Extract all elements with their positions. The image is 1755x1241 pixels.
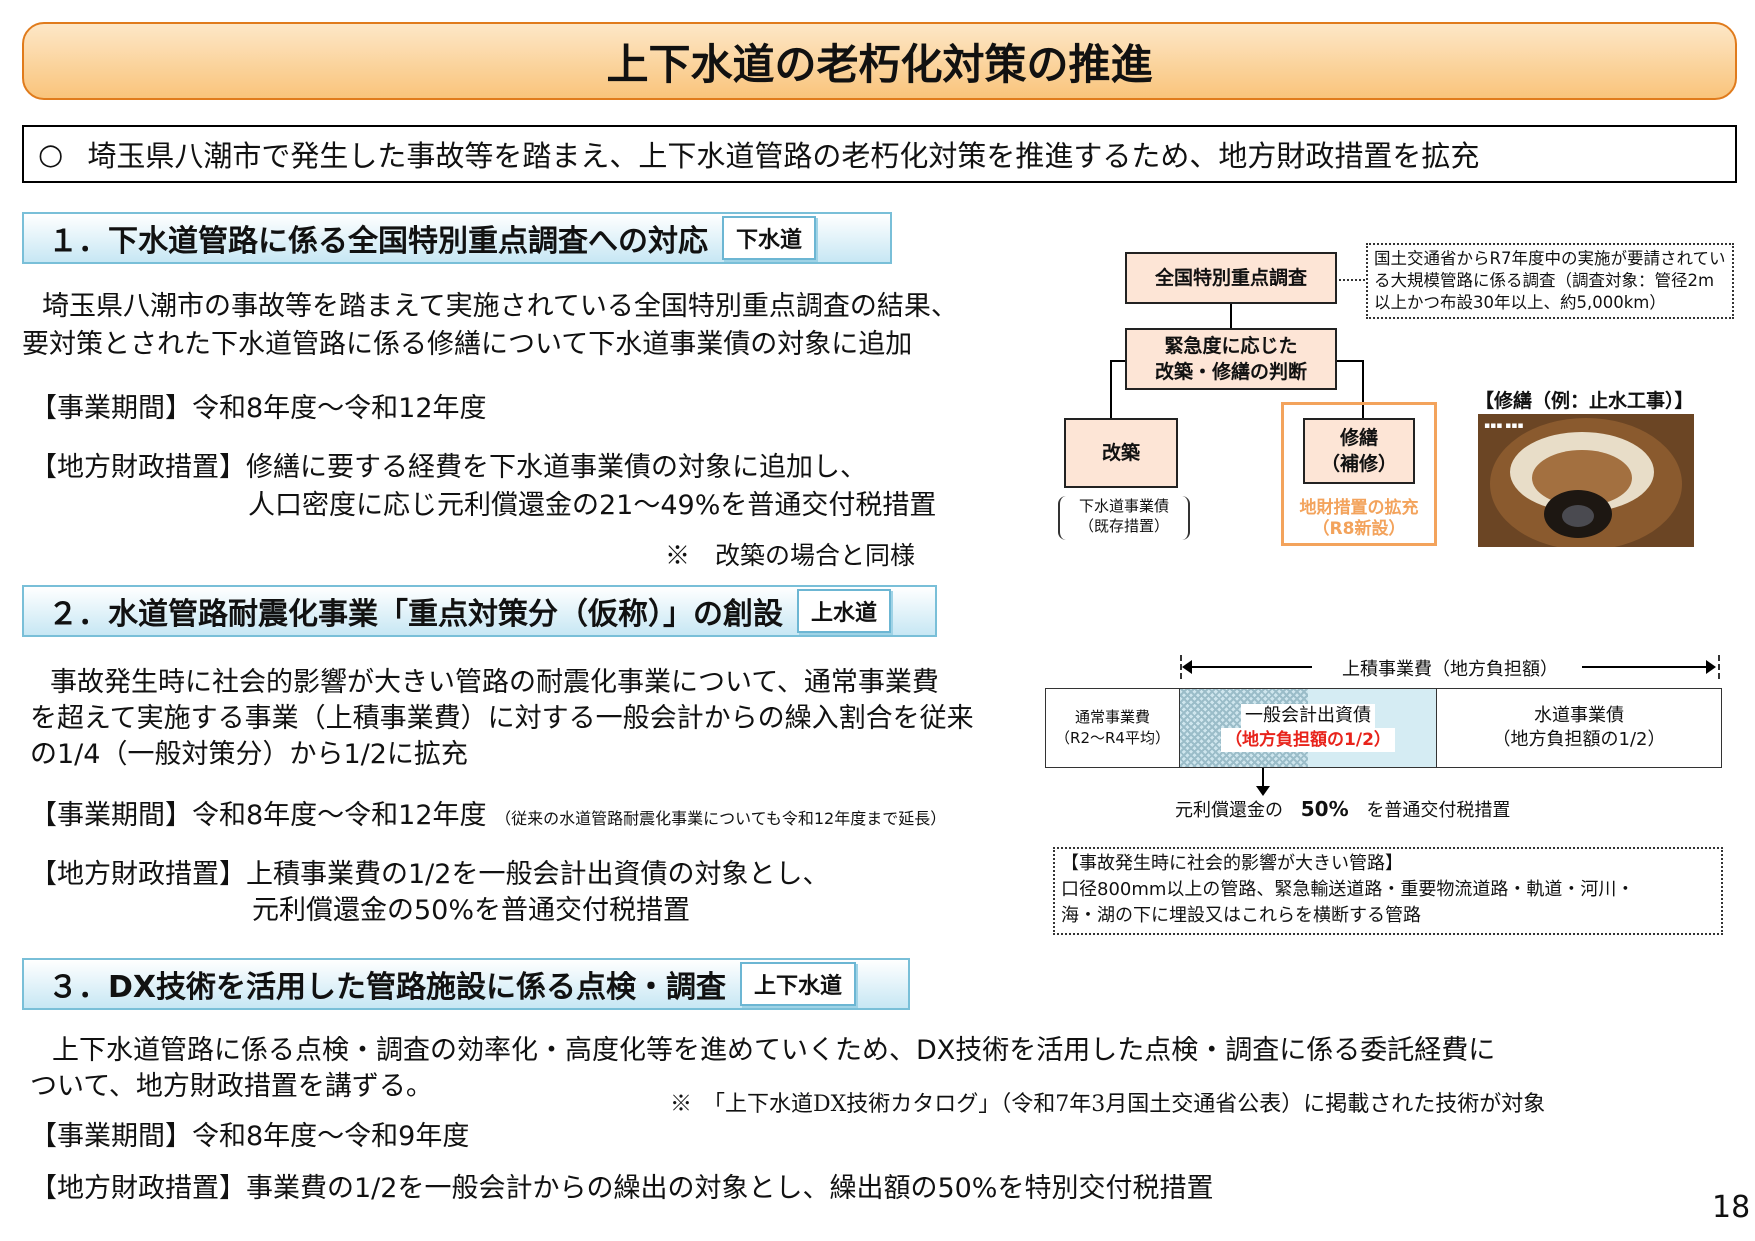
repair-note-line1: 地財措置の拡充 xyxy=(1299,498,1419,518)
survey-note-connector xyxy=(1339,279,1365,281)
section3-heading-text: ３．DX技術を活用した管路施設に係る点検・調査 xyxy=(48,970,727,1005)
section2-finance-line2: 元利償還金の50%を普通交付税措置 xyxy=(252,895,691,926)
rebuild-note-line2: （既存措置） xyxy=(1078,517,1169,535)
period-label: 【事業期間】 xyxy=(30,393,192,424)
pipe-repair-illustration: ▪▪▪ ▪▪▪ xyxy=(1478,414,1694,547)
impact-line1: 【事故発生時に社会的影響が大きい管路】 xyxy=(1061,853,1403,874)
section2-heading: ２．水道管路耐震化事業「重点対策分（仮称）」の創設 上水道 xyxy=(22,585,937,637)
section1-period: 【事業期間】令和8年度～令和12年度 xyxy=(30,390,487,428)
period-value: 令和8年度～令和9年度 xyxy=(192,1121,470,1152)
connector xyxy=(1230,304,1232,328)
repair-note: 地財措置の拡充 （R8新設） xyxy=(1281,498,1437,540)
section1-note: ※ 改築の場合と同様 xyxy=(665,541,916,570)
repay-prefix: 元利償還金の xyxy=(1175,800,1283,821)
period-value: 令和8年度～令和12年度 xyxy=(192,800,487,831)
connector xyxy=(1362,360,1364,418)
repair-line2: （補修） xyxy=(1320,453,1397,475)
finance-label: 【地方財政措置】 xyxy=(30,859,246,890)
section3-body-line2: ついて、地方財政措置を講ずる。 xyxy=(30,1071,433,1102)
water-line1: 水道事業債 xyxy=(1534,705,1624,726)
survey-note: 国土交通省からR7年度中の実施が要請されている大規模管路に係る調査（調査対象：管… xyxy=(1366,243,1734,319)
section2-tag: 上水道 xyxy=(797,589,892,633)
period-label: 【事業期間】 xyxy=(30,1121,192,1152)
connector xyxy=(1337,360,1364,362)
period-label: 【事業期間】 xyxy=(30,800,192,831)
finance-text: 事業費の1/2を一般会計からの繰出の対象とし、繰出額の50%を特別交付税措置 xyxy=(246,1173,1214,1204)
section3-tag: 上下水道 xyxy=(740,962,857,1006)
impact-line3: 海・湖の下に埋設又はこれらを横断する管路 xyxy=(1061,905,1421,926)
section1-finance-line2: 人口密度に応じ元利償還金の21～49%を普通交付税措置 xyxy=(248,490,937,521)
repay-suffix: を普通交付税措置 xyxy=(1366,800,1511,821)
finance-label: 【地方財政措置】 xyxy=(30,1173,246,1204)
section2-period: 【事業期間】令和8年度～令和12年度 （従来の水道管路耐震化事業についても令和1… xyxy=(30,797,946,838)
normal-line1: 通常事業費 xyxy=(1074,708,1150,726)
impact-line2: 口径800mm以上の管路、緊急輸送道路・重要物流道路・軌道・河川・ xyxy=(1061,879,1635,900)
summary-text: 埼玉県八潮市で発生した事故等を踏まえ、上下水道管路の老朽化対策を推進するため、地… xyxy=(87,139,1480,173)
finance-label: 【地方財政措置】 xyxy=(30,452,246,483)
range-arrow: 上積事業費（地方負担額） xyxy=(1180,655,1720,680)
section3-body-line1: 上下水道管路に係る点検・調査の効率化・高度化等を進めていくため、DX技術を活用し… xyxy=(52,1035,1496,1066)
repair-box: 修繕 （補修） xyxy=(1303,418,1415,484)
svg-text:▪▪▪ ▪▪▪: ▪▪▪ ▪▪▪ xyxy=(1484,421,1523,431)
judge-line1: 緊急度に応じた xyxy=(1164,335,1298,357)
period-note: （従来の水道管路耐震化事業についても令和12年度まで延長） xyxy=(495,809,947,828)
section1-heading-text: １．下水道管路に係る全国特別重点調査への対応 xyxy=(48,224,708,259)
down-arrow-icon xyxy=(1256,786,1270,796)
section2-heading-text: ２．水道管路耐震化事業「重点対策分（仮称）」の創設 xyxy=(48,597,783,632)
repay-text: 元利償還金の 50% を普通交付税措置 xyxy=(1175,796,1510,822)
section1-body-line1: 埼玉県八潮市の事故等を踏まえて実施されている全国特別重点調査の結果、 xyxy=(42,291,958,322)
judge-line2: 改築・修繕の判断 xyxy=(1154,361,1307,383)
general-line1: 一般会計出資債 xyxy=(1241,704,1375,728)
range-label: 上積事業費（地方負担額） xyxy=(1342,659,1558,680)
section1-tag: 下水道 xyxy=(722,216,817,260)
water-bond-cell: 水道事業債 （地方負担額の1/2） xyxy=(1437,689,1721,767)
section2-body-line1: 事故発生時に社会的影響が大きい管路の耐震化事業について、通常事業費 xyxy=(50,667,939,698)
section3-note: ※ 「上下水道DX技術カタログ」（令和7年3月国土交通省公表）に掲載された技術が… xyxy=(670,1092,1546,1117)
page-title: 上下水道の老朽化対策の推進 xyxy=(22,22,1737,100)
section1-body-line2: 要対策とされた下水道管路に係る修繕について下水道事業債の対象に追加 xyxy=(22,329,913,360)
rebuild-box: 改築 xyxy=(1064,418,1178,488)
section3-heading: ３．DX技術を活用した管路施設に係る点検・調査 上下水道 xyxy=(22,958,910,1010)
section1-heading: １．下水道管路に係る全国特別重点調査への対応 下水道 xyxy=(22,212,892,264)
repair-photo: ▪▪▪ ▪▪▪ xyxy=(1478,414,1694,547)
repair-line1: 修繕 xyxy=(1339,427,1378,449)
survey-box: 全国特別重点調査 xyxy=(1125,252,1337,304)
connector xyxy=(1110,360,1125,362)
section1-finance: 【地方財政措置】修繕に要する経費を下水道事業債の対象に追加し、 xyxy=(30,449,867,487)
page-number: 18 xyxy=(1712,1190,1751,1225)
rebuild-note: 下水道事業債 （既存措置） xyxy=(1058,496,1190,540)
period-value: 令和8年度～令和12年度 xyxy=(192,393,487,424)
judge-box: 緊急度に応じた 改築・修繕の判断 xyxy=(1125,328,1337,390)
impact-note: 【事故発生時に社会的影響が大きい管路】 口径800mm以上の管路、緊急輸送道路・… xyxy=(1053,847,1723,935)
normal-cost-cell: 通常事業費 （R2～R4平均） xyxy=(1046,689,1180,767)
cost-bar: 通常事業費 （R2～R4平均） 一般会計出資債 （地方負担額の1/2） 水道事業… xyxy=(1045,688,1722,768)
repair-note-line2: （R8新設） xyxy=(1312,519,1406,539)
repay-pct: 50% xyxy=(1300,797,1349,821)
section3-period: 【事業期間】令和8年度～令和9年度 xyxy=(30,1118,469,1156)
general-account-cell: 一般会計出資債 （地方負担額の1/2） xyxy=(1180,689,1437,767)
down-arrow-shaft xyxy=(1262,768,1264,788)
finance-line1: 上積事業費の1/2を一般会計出資債の対象とし、 xyxy=(246,859,830,890)
section2-body-line3: の1/4（一般対策分）から1/2に拡充 xyxy=(30,739,468,770)
rebuild-note-line1: 下水道事業債 xyxy=(1078,497,1169,515)
connector xyxy=(1110,360,1112,418)
general-line2: （地方負担額の1/2） xyxy=(1221,728,1395,752)
normal-line2: （R2～R4平均） xyxy=(1055,729,1170,747)
summary-box: ○ 埼玉県八潮市で発生した事故等を踏まえ、上下水道管路の老朽化対策を推進するため… xyxy=(22,125,1737,183)
finance-line1: 修繕に要する経費を下水道事業債の対象に追加し、 xyxy=(246,452,867,483)
section2-body-line2: を超えて実施する事業（上積事業費）に対する一般会計からの繰入割合を従来 xyxy=(30,703,974,734)
repair-frame xyxy=(1281,402,1437,546)
summary-bullet: ○ xyxy=(38,137,64,171)
water-line2: （地方負担額の1/2） xyxy=(1492,729,1666,750)
section2-finance: 【地方財政措置】上積事業費の1/2を一般会計出資債の対象とし、 xyxy=(30,856,829,894)
section3-finance: 【地方財政措置】事業費の1/2を一般会計からの繰出の対象とし、繰出額の50%を特… xyxy=(30,1170,1213,1208)
photo-caption: 【修繕（例：止水工事）】 xyxy=(1475,390,1694,412)
